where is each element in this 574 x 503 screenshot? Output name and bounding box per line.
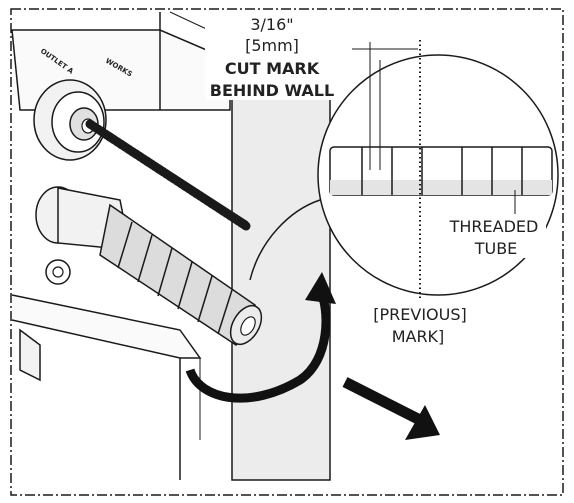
threaded-rod [85, 119, 251, 231]
pull-arrow-icon [342, 377, 440, 440]
cut-mark-line2: BEHIND WALL [210, 81, 334, 100]
threaded-line1: THREADED [449, 217, 539, 236]
size-metric: [5mm] [245, 36, 299, 55]
previous-line2: MARK] [392, 327, 445, 346]
diagram-border [10, 8, 564, 496]
magnified-tube [329, 146, 553, 196]
magnifier-leader [249, 199, 321, 281]
cut-mark-line1: CUT MARK [225, 59, 320, 78]
valve-base [11, 294, 202, 480]
threaded-line2: TUBE [474, 239, 518, 258]
previous-mark-label: [PREVIOUS] MARK] [362, 300, 480, 346]
wall-panel [231, 59, 331, 481]
magnifier-detail [317, 40, 559, 300]
size-fraction: 3/16" [250, 15, 293, 34]
threaded-tube-label: THREADED TUBE [440, 214, 546, 258]
previous-line1: [PREVIOUS] [373, 305, 466, 324]
rotate-arrow-icon [185, 272, 336, 403]
cut-mark-label: 3/16" [5mm] CUT MARK BEHIND WALL [205, 12, 335, 100]
threaded-tube-main [99, 203, 263, 347]
upper-outlet-fitting [33, 79, 107, 161]
